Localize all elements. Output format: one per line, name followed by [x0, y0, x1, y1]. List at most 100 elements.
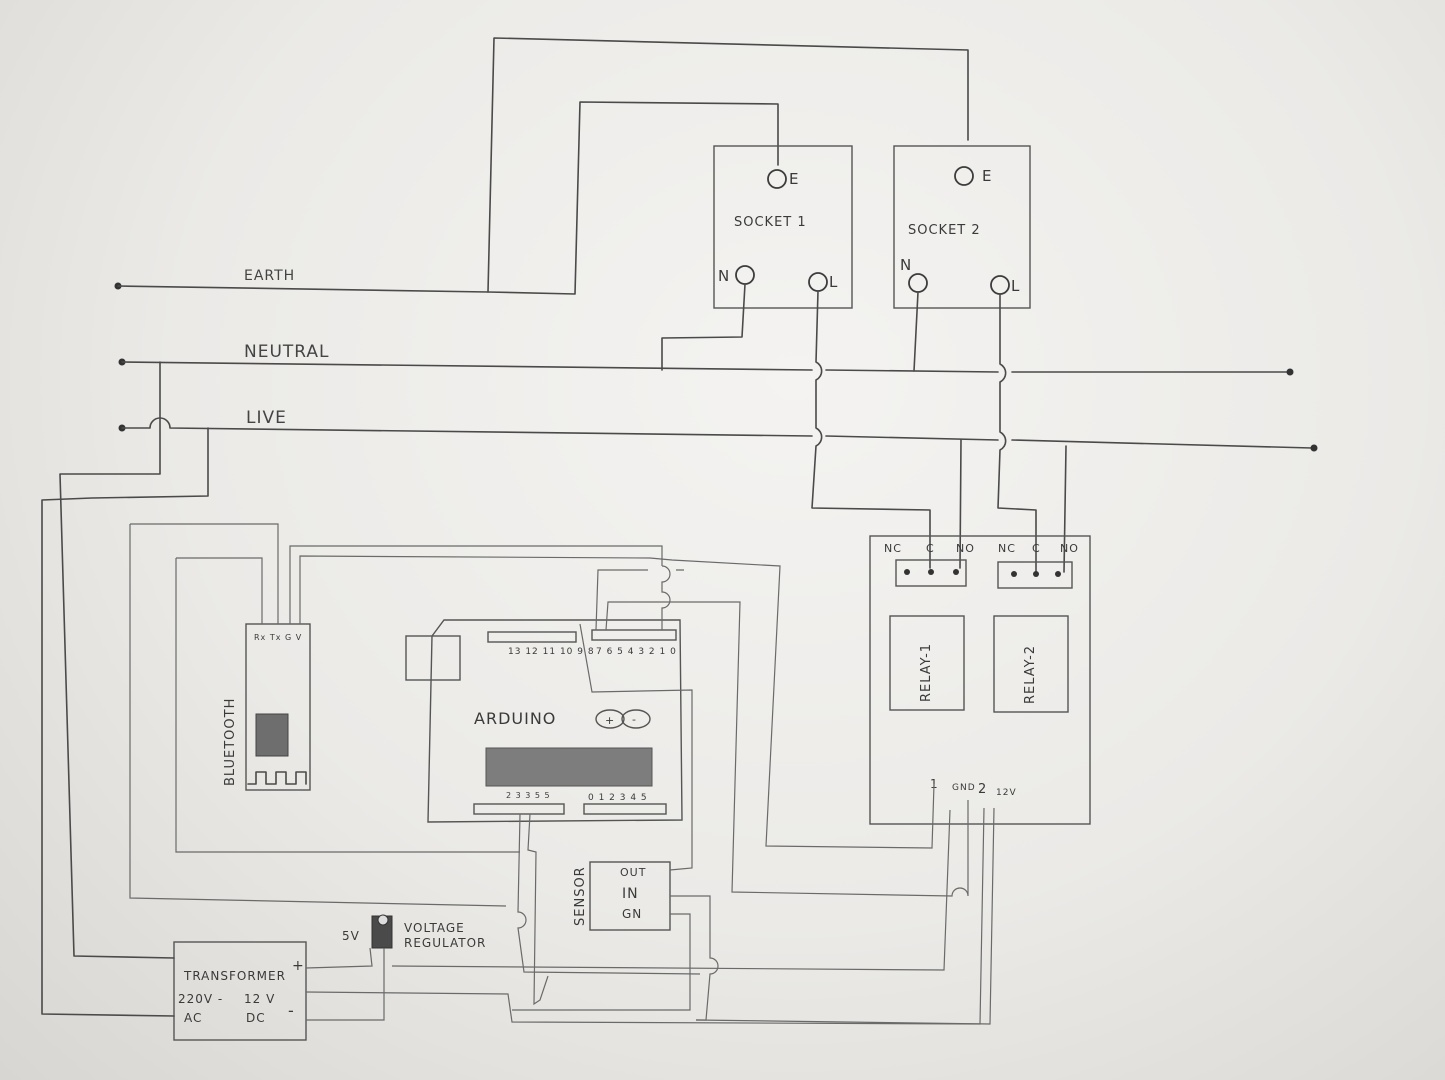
- arduino-outline: [427, 619, 683, 823]
- socket-1-box: [713, 145, 853, 309]
- arduino-analog-header: [583, 803, 667, 815]
- relay-2-nc-terminal: [1011, 571, 1017, 577]
- regulator-label-2: REGULATOR: [404, 936, 486, 950]
- socket-1-neutral-pin: [735, 265, 755, 285]
- arduino-power-labels: 2 3 3 5 5: [506, 791, 551, 800]
- sensor-out-label: OUT: [620, 866, 646, 879]
- mains-lines: [114, 37, 1318, 452]
- socket-2-box: [893, 145, 1031, 309]
- 12v-rail: [305, 807, 985, 1025]
- arduino-logo-right: [621, 709, 651, 729]
- arduino-label: ARDUINO: [474, 709, 556, 728]
- relay-2-module: [993, 615, 1069, 713]
- regulator-hole: [377, 914, 389, 926]
- bluetooth-pin-labels: Rx Tx G V: [254, 633, 302, 642]
- relay-board: NC C NO NC C NO RELAY-1 RELAY-2 1 GND 2 …: [869, 535, 1091, 825]
- live-to-relay-2-c: [1063, 445, 1067, 573]
- regulator-5v-out: [391, 809, 951, 971]
- arduino-logo-left: [595, 709, 625, 729]
- arduino-to-relay-wire: [605, 601, 969, 897]
- relay-1-c-label: C: [926, 542, 935, 555]
- socket-1-neutral-wire: [661, 283, 746, 371]
- arduino-logo-minus: -: [632, 713, 637, 726]
- transformer-minus: -: [288, 1001, 295, 1020]
- socket-1-e-label: E: [789, 170, 799, 188]
- regulator-5v-label: 5V: [342, 929, 360, 943]
- bluetooth-chip: [255, 713, 289, 757]
- relay-board-box: [869, 535, 1091, 825]
- socket-1-n-label: N: [718, 267, 730, 285]
- loop-inner: [175, 558, 520, 853]
- transformer-box: [173, 941, 307, 1041]
- arduino-digital-header-high: [487, 631, 577, 643]
- transformer-minus-to-regulator: [306, 948, 385, 1021]
- gnd-rail: [695, 807, 995, 1025]
- relay-1-module: [889, 615, 965, 711]
- socket-2-l-label: L: [1011, 277, 1020, 295]
- loop-outer: [129, 524, 507, 907]
- relay-pin1-wire: [299, 555, 935, 849]
- socket-2-e-label: E: [982, 167, 992, 185]
- live-label: LIVE: [246, 408, 287, 428]
- bluetooth-tx-wire: [289, 545, 671, 630]
- socket-2-n-label: N: [900, 256, 912, 274]
- arduino-board: 13 12 11 10 9 8 7 6 5 4 3 2 1 0 ARDUINO …: [405, 619, 683, 823]
- arduino-digital-high-labels: 13 12 11 10 9 8: [508, 647, 595, 657]
- live-wire: [121, 417, 1313, 449]
- bluetooth-label: BLUETOOTH: [223, 698, 238, 786]
- neutral-label: NEUTRAL: [244, 342, 330, 362]
- relay-2-nc-label: NC: [998, 542, 1016, 555]
- socket-2-live-pin: [990, 275, 1010, 295]
- relay-2-no-label: NO: [1060, 542, 1079, 555]
- bluetooth-antenna: [247, 771, 307, 785]
- socket-2-neutral-wire: [913, 291, 919, 372]
- socket-2-neutral-pin: [908, 273, 928, 293]
- neutral-terminal-right: [1286, 368, 1294, 376]
- arduino-power-header: [473, 803, 565, 815]
- transformer-out-t: DC: [246, 1011, 266, 1025]
- voltage-regulator: VOLTAGE REGULATOR 5V: [342, 914, 486, 950]
- sensor-in-label: IN: [622, 886, 639, 902]
- signal-wiring: [41, 361, 995, 1025]
- socket-2-live-to-relay: [997, 293, 1037, 573]
- bluetooth-module: Rx Tx G V BLUETOOTH: [223, 623, 311, 791]
- arduino-logo-plus: +: [605, 714, 615, 727]
- relay-1-terminal-block: [895, 559, 967, 587]
- socket-1-earth-pin: [767, 169, 787, 189]
- socket-1: E SOCKET 1 N L: [661, 145, 931, 569]
- transformer-label: TRANSFORMER: [183, 969, 286, 983]
- sensor-gn-label: GN: [622, 907, 642, 921]
- arduino-usb-port: [405, 635, 461, 681]
- relay-2-label: RELAY-2: [1023, 645, 1038, 704]
- earth-wire-socket1: [487, 101, 779, 295]
- arduino-chip: [485, 747, 653, 787]
- socket-2: E SOCKET 2 N L: [893, 145, 1067, 573]
- relay-pin-2-label: 2: [978, 782, 987, 797]
- socket-1-live-to-relay: [811, 290, 931, 569]
- neutral-wire: [121, 361, 1289, 373]
- sensor-in-wire: [670, 895, 719, 1021]
- relay-1-no-label: NO: [956, 542, 975, 555]
- arduino-gnd-wire: [527, 813, 549, 1006]
- relay-2-no-terminal: [1055, 571, 1061, 577]
- arduino-5v-wire: [517, 813, 701, 975]
- socket-1-l-label: L: [829, 273, 838, 291]
- earth-wire-socket2: [117, 37, 969, 293]
- transformer-in-t: AC: [184, 1011, 202, 1025]
- sensor-gn-wire: [512, 913, 691, 1011]
- relay-1-no-terminal: [953, 569, 959, 575]
- transformer-out-v: 12 V: [244, 992, 275, 1006]
- bluetooth-box: [245, 623, 311, 791]
- arduino-analog-labels: 0 1 2 3 4 5: [588, 793, 648, 803]
- sensor-label: SENSOR: [573, 866, 588, 926]
- transformer: TRANSFORMER 220V - AC 12 V DC + -: [173, 941, 307, 1041]
- arduino-digital-low-labels: 7 6 5 4 3 2 1 0: [596, 647, 677, 657]
- transformer-in-v: 220V -: [178, 992, 223, 1006]
- arduino-digital-header-low: [591, 629, 677, 641]
- earth-label: EARTH: [244, 268, 296, 284]
- relay-gnd-label: GND: [952, 783, 976, 793]
- live-terminal-right: [1310, 444, 1318, 452]
- live-to-transformer: [41, 427, 209, 1017]
